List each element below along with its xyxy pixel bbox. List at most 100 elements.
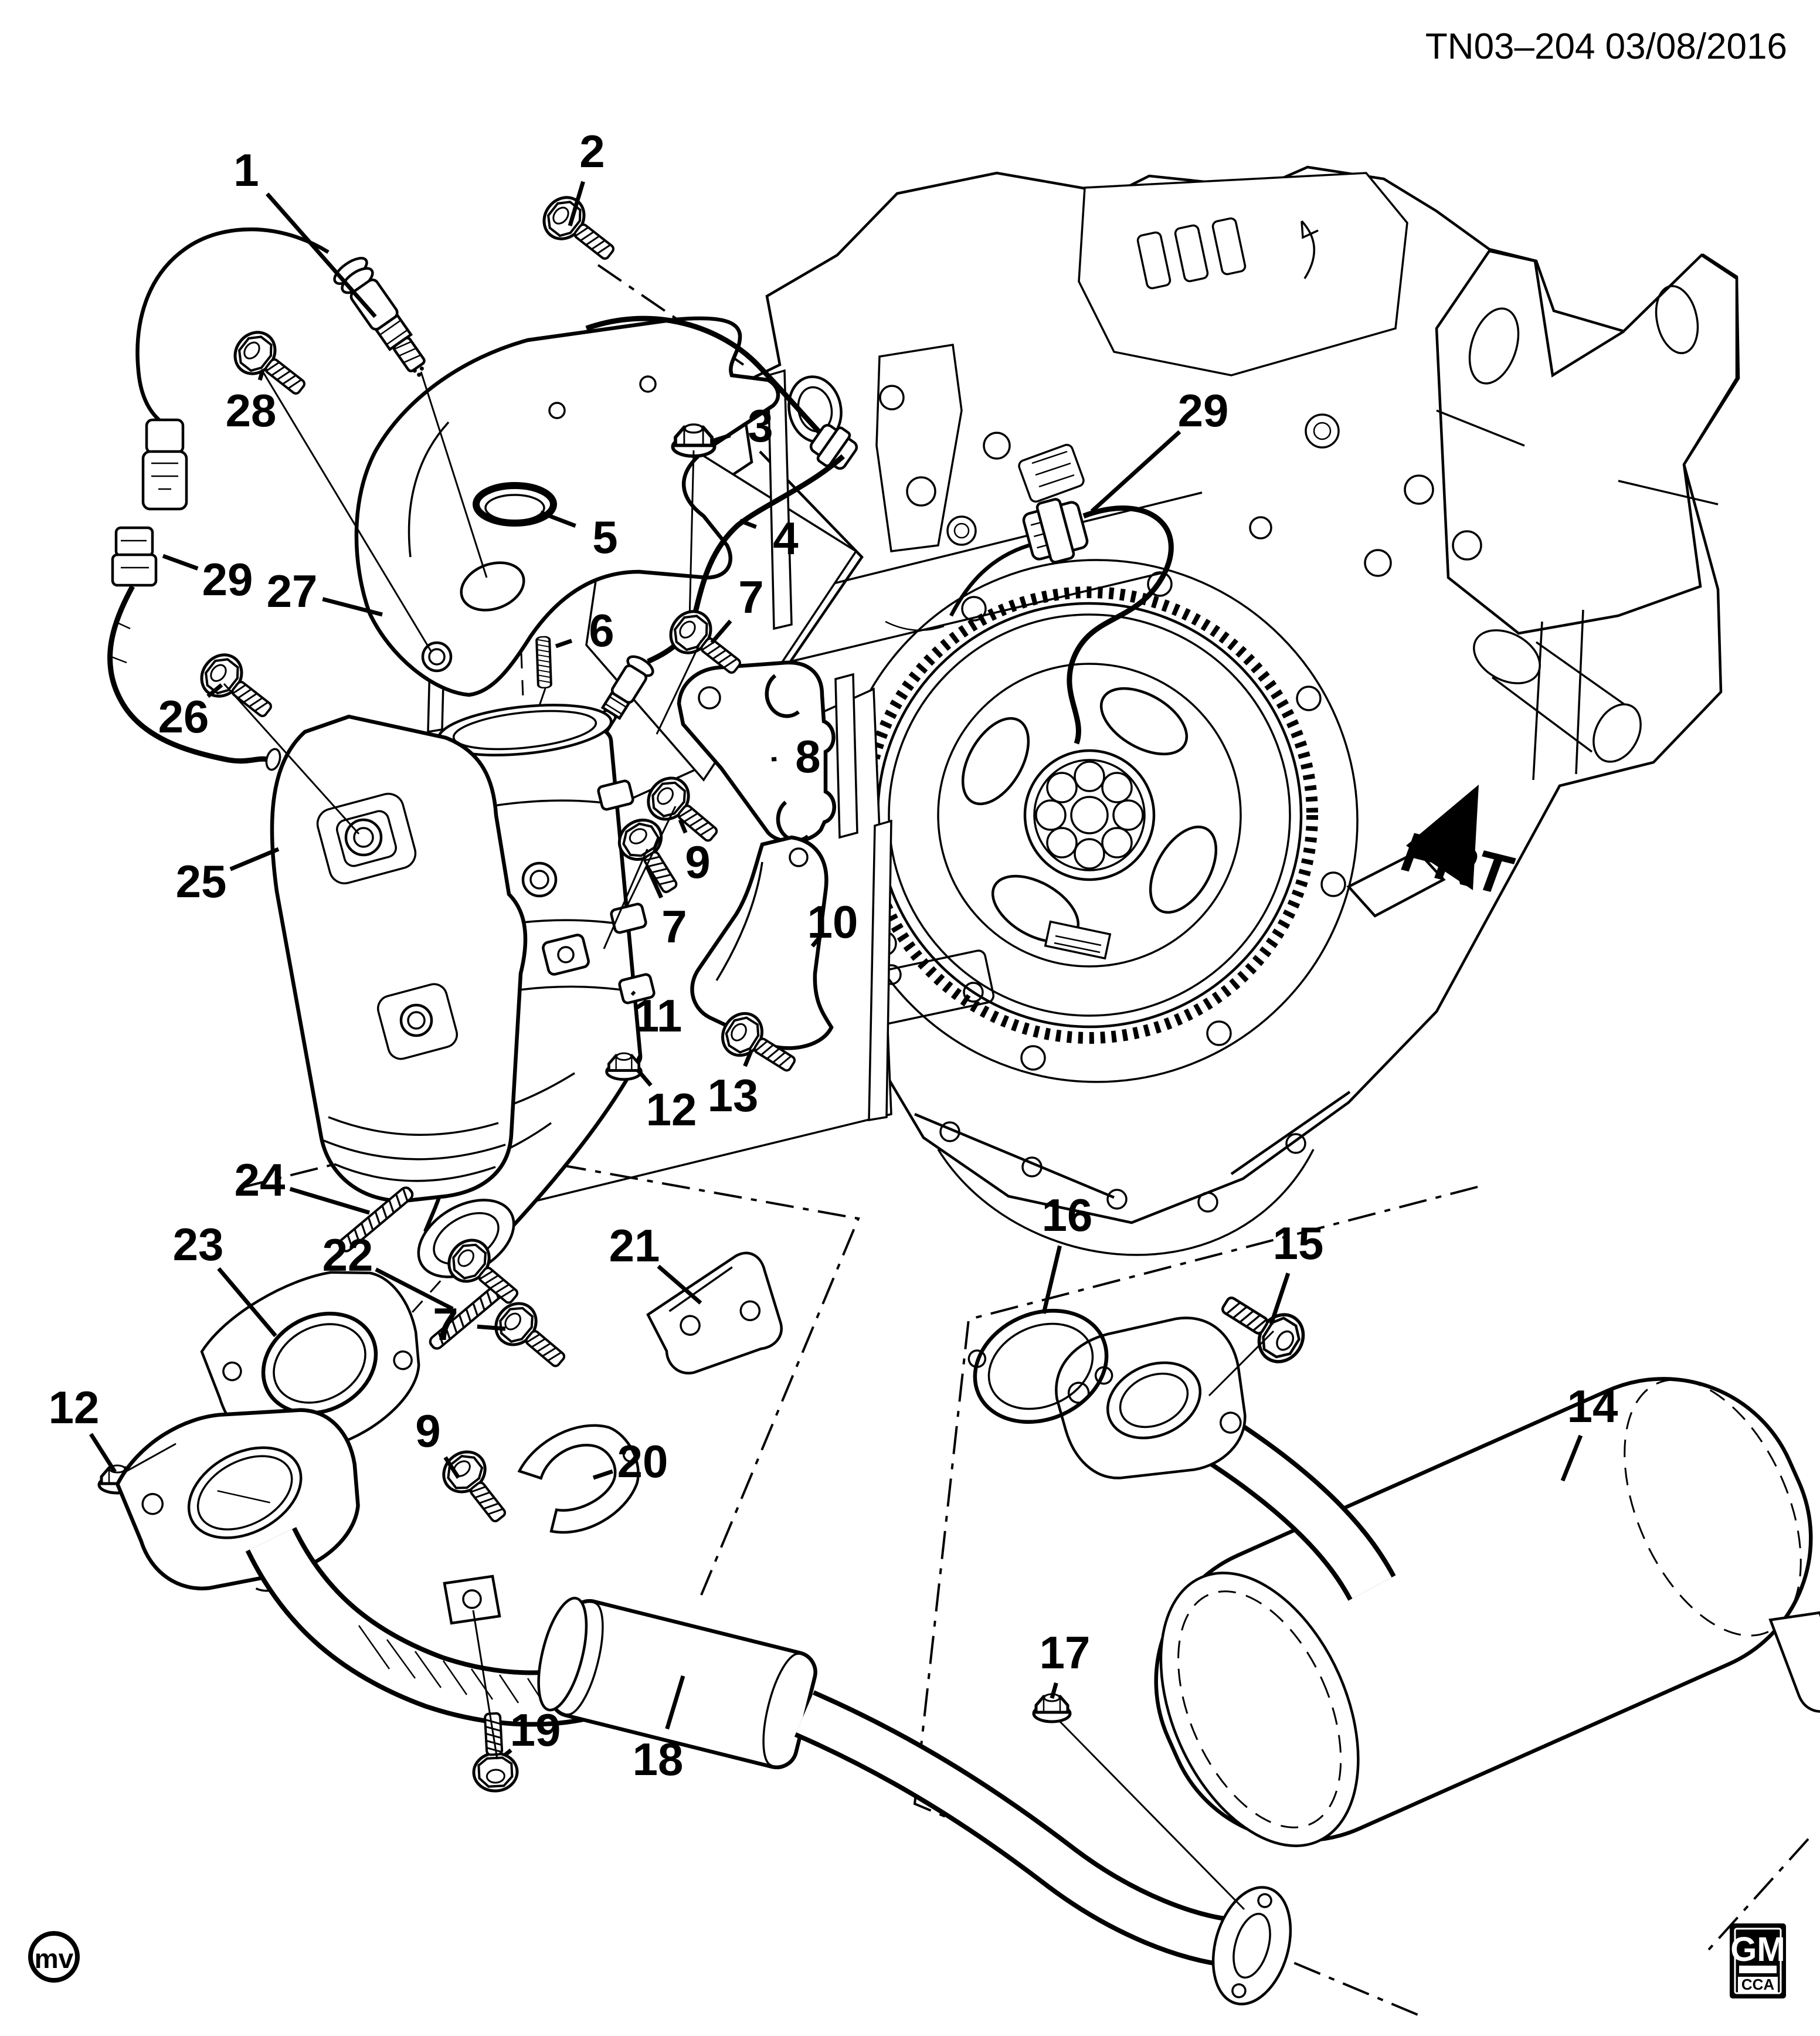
engine-assembly	[592, 165, 1740, 1256]
leader-line-15	[1269, 1272, 1291, 1325]
bolt-7-cluster	[488, 1295, 575, 1379]
leader-line-2	[568, 181, 585, 227]
leader-line-14	[1560, 1434, 1583, 1482]
leader-line-25	[229, 847, 280, 871]
callout-2: 2	[579, 125, 605, 177]
callout-12: 12	[646, 1084, 697, 1135]
harness-connector-right	[949, 498, 1174, 745]
stud-6	[535, 635, 553, 690]
leader-line-26	[206, 683, 223, 698]
callout-25: 25	[176, 856, 227, 907]
oil-pan	[914, 1091, 1351, 1256]
callout-9: 9	[685, 836, 710, 888]
harness-connector-left	[107, 526, 281, 771]
heat-shield-lower	[270, 714, 528, 1203]
callout-7: 7	[661, 901, 687, 952]
muffler	[1055, 1316, 1820, 1847]
leader-line-24	[289, 1187, 371, 1215]
callout-19: 19	[510, 1704, 561, 1756]
bracket-20	[517, 1424, 640, 1534]
leader-line-19	[502, 1748, 512, 1757]
callout-12: 12	[49, 1382, 100, 1433]
callout-18: 18	[633, 1733, 684, 1785]
leader-line-1	[266, 192, 377, 318]
leader-line-6	[555, 639, 573, 649]
callout-3: 3	[748, 400, 773, 452]
bolt-2	[536, 189, 624, 272]
callout-26: 26	[158, 691, 209, 742]
pipe-end-flange	[1211, 1886, 1292, 2006]
callout-28: 28	[226, 385, 277, 436]
leader-line-3	[711, 433, 731, 443]
callout-15: 15	[1273, 1217, 1324, 1269]
bracket-10	[690, 835, 834, 1050]
callout-22: 22	[322, 1229, 373, 1281]
engine-texture	[592, 343, 1719, 1033]
gasket-23	[200, 1271, 420, 1455]
mv-label: mv	[35, 1943, 74, 1974]
callout-10: 10	[807, 896, 858, 948]
callout-8: 8	[795, 731, 820, 782]
gasket-16	[967, 1308, 1113, 1424]
front-pipe	[115, 1408, 1292, 2006]
muffler-inlet-flange	[1055, 1316, 1247, 1480]
callout-9: 9	[415, 1405, 440, 1457]
callout-7: 7	[738, 571, 763, 623]
cca-label: CCA	[1741, 1976, 1775, 1993]
leader-line-4	[739, 518, 757, 529]
leader-line-11	[630, 990, 636, 996]
bolt-9-cluster	[436, 1444, 518, 1532]
valve-cover	[1078, 172, 1408, 376]
callout-20: 20	[617, 1436, 668, 1487]
callout-11: 11	[634, 990, 682, 1041]
callout-14: 14	[1567, 1380, 1618, 1432]
lift-bracket	[1435, 249, 1738, 635]
sensor-connector	[141, 418, 188, 511]
callout-27: 27	[267, 565, 318, 617]
bracket-21	[646, 1251, 783, 1375]
leader-line-9	[443, 1456, 460, 1479]
callout-24: 24	[235, 1154, 286, 1206]
leader-line-29	[1090, 430, 1181, 513]
leader-line-7	[477, 1324, 506, 1331]
leader-line-9	[678, 819, 688, 834]
diagram-title: TN03–204 03/08/2016	[1425, 26, 1787, 67]
callout-1: 1	[233, 144, 259, 196]
leader-line-12	[636, 1068, 653, 1087]
leader-line-17	[1050, 1682, 1058, 1699]
gm-label: GM	[1730, 1930, 1785, 1969]
gm-logo: GM CCA	[1730, 1923, 1786, 1998]
leader-line-21	[657, 1264, 702, 1305]
leader-line-28	[257, 372, 264, 381]
callout-16: 16	[1042, 1189, 1093, 1241]
callout-7: 7	[433, 1298, 458, 1350]
callout-13: 13	[708, 1070, 759, 1121]
callout-29: 29	[202, 554, 253, 605]
assembly-lines	[123, 369, 1275, 1911]
nut-17	[1034, 1694, 1070, 1722]
leader-line-18	[665, 1675, 685, 1730]
callout-23: 23	[173, 1219, 224, 1270]
leader-line-5	[539, 510, 576, 528]
callout-4: 4	[773, 513, 798, 564]
frt-direction-arrow: FRT	[1346, 785, 1521, 918]
leader-line-20	[592, 1469, 613, 1480]
callout-6: 6	[589, 605, 614, 656]
leader-line-27	[322, 597, 383, 617]
leader-line-29	[162, 554, 199, 571]
callout-21: 21	[609, 1220, 660, 1271]
leader-line-16	[1041, 1245, 1062, 1314]
leader-line-23	[217, 1267, 277, 1338]
callout-29: 29	[1178, 385, 1229, 436]
callout-5: 5	[592, 511, 617, 563]
leader-line-12	[89, 1433, 117, 1473]
harness-clip	[809, 423, 858, 470]
leader-line-7	[645, 866, 663, 899]
callout-17: 17	[1040, 1627, 1091, 1678]
bracket-8	[677, 660, 836, 844]
leader-line-10	[810, 934, 823, 948]
mv-mark: mv	[28, 1931, 80, 1983]
